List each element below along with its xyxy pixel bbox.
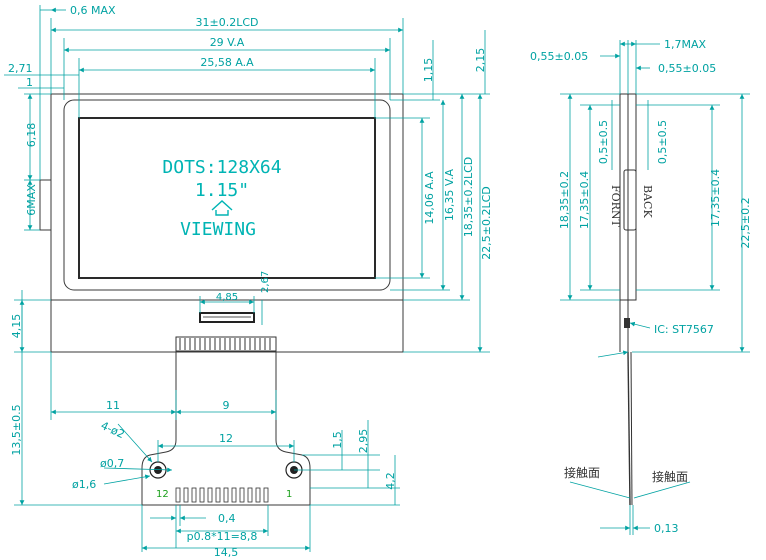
dim-lcd-height: 18,35±0.2LCD <box>462 157 475 237</box>
dim-04: 0,4 <box>218 512 236 525</box>
front-view: DOTS:128X64 1.15" VIEWING <box>39 93 404 506</box>
dim-side-top-left: 0,55±0.05 <box>530 50 588 63</box>
dim-total-height: 22,5±0.2LCD <box>480 186 493 259</box>
ic-chip <box>199 312 255 323</box>
contact-label-right: 接触面 <box>652 469 688 484</box>
dim-11: 11 <box>106 399 120 412</box>
dim-115: 1,15 <box>422 58 435 83</box>
dim-side-left-outer: 18,35±0.2 <box>558 171 571 229</box>
dim-side-top-max: 1,7MAX <box>664 38 707 51</box>
dim-06-max: 0,6 MAX <box>70 4 116 17</box>
side-dimensions: 0,55±0.05 1,7MAX 0,55±0.05 18,35±0.2 17,… <box>530 38 752 535</box>
dim-295: 2,95 <box>357 429 370 454</box>
dim-215: 2,15 <box>474 48 487 73</box>
viewing-arrow-icon <box>211 200 233 216</box>
ic-label: IC: ST7567 <box>654 323 714 336</box>
dim-271: 2,71 <box>8 62 33 75</box>
dim-1: 1 <box>26 76 33 89</box>
dim-side-right-small: 0,5±0.5 <box>656 120 669 164</box>
side-fpc <box>627 351 631 506</box>
dim-267: 2,67 <box>260 271 271 293</box>
dim-lcd-width: 31±0.2LCD <box>196 16 259 29</box>
view-area <box>63 99 391 291</box>
pin-label-1: 1 <box>286 489 292 500</box>
dim-135: 13,5±0.5 <box>10 404 23 455</box>
dim-9: 9 <box>223 399 230 412</box>
side-tab-profile <box>623 169 637 231</box>
dim-side-left-small: 0,5±0.5 <box>597 120 610 164</box>
fpc-upper-band <box>175 336 277 352</box>
label-back: BACK <box>641 185 654 218</box>
dim-aa-height: 14,06 A.A <box>423 171 436 225</box>
dim-side-right-outer: 22,5±0.2 <box>739 197 752 248</box>
dim-415: 4,15 <box>10 314 23 339</box>
side-tab <box>39 179 52 231</box>
label-front: FORNT <box>609 185 622 228</box>
fpc-gold-fingers <box>175 487 269 503</box>
dim-145: 14,5 <box>214 546 239 559</box>
dim-16: ø1,6 <box>72 478 96 491</box>
dim-side-left-inner: 17,35±0.4 <box>578 171 591 229</box>
screen-dots-text: DOTS:128X64 <box>162 157 281 178</box>
dim-12: 12 <box>219 432 233 445</box>
dim-07: ø0,7 <box>100 457 124 470</box>
fpc-upper-leads <box>179 338 271 350</box>
side-ic <box>624 318 630 328</box>
screen-viewing-text: VIEWING <box>180 219 256 240</box>
dim-618: 6,18 <box>25 123 38 148</box>
dim-6max: 6MAX <box>25 184 38 216</box>
dim-aa-width: 25,58 A.A <box>200 56 254 69</box>
dim-side-bottom: 0,13 <box>654 522 679 535</box>
dim-485: 4,85 <box>216 292 238 303</box>
screen-size-text: 1.15" <box>195 180 249 201</box>
pin-label-12: 12 <box>156 489 169 500</box>
fpc-outline <box>141 351 311 506</box>
front-dimensions: 0,6 MAX 31±0.2LCD 29 V.A 25,58 A.A 2,71 … <box>4 4 493 559</box>
dim-va-height: 16,35 V.A <box>443 168 456 221</box>
mount-hole-left-center <box>154 466 162 474</box>
active-area <box>78 117 376 279</box>
contact-label-left: 接触面 <box>564 465 600 480</box>
dim-pitch: p0.8*11=8,8 <box>187 530 258 543</box>
dim-42: 4,2 <box>384 472 397 490</box>
dim-side-right-inner: 17,35±0.4 <box>709 169 722 227</box>
dim-4-holes: 4-ø2 <box>99 419 127 441</box>
side-view: FORNT BACK <box>609 93 654 506</box>
dim-va-width: 29 V.A <box>210 36 245 49</box>
dim-15: 1,5 <box>331 431 344 449</box>
dim-side-top-right: 0,55±0.05 <box>658 62 716 75</box>
